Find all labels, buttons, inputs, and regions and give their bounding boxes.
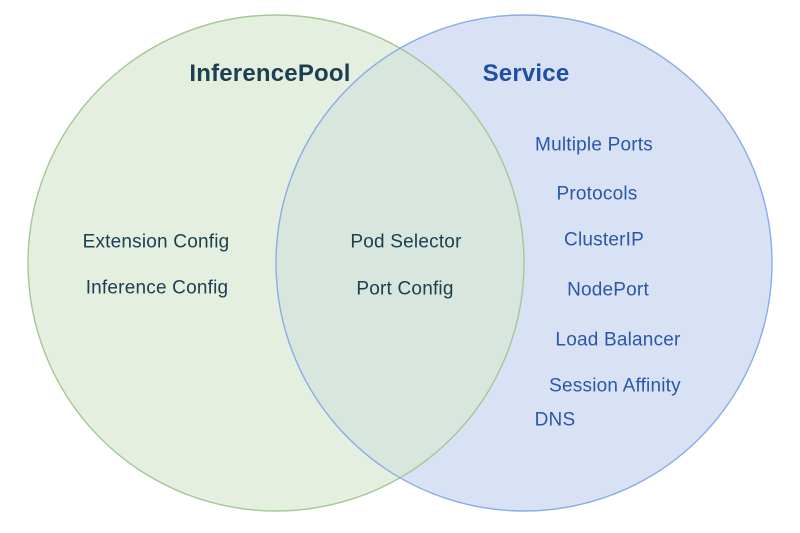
right-item-multiple-ports: Multiple Ports — [535, 134, 653, 156]
left-item-extension-config: Extension Config — [82, 231, 230, 253]
service-circle-border — [275, 14, 773, 512]
inferencepool-circle-border — [27, 14, 525, 512]
right-item-nodeport: NodePort — [567, 279, 649, 301]
service-title: Service — [482, 60, 570, 87]
right-item-protocols: Protocols — [556, 183, 638, 205]
inferencepool-title: InferencePool — [189, 60, 351, 87]
right-item-dns: DNS — [534, 409, 576, 431]
overlap-item-port-config: Port Config — [356, 278, 454, 300]
right-item-clusterip: ClusterIP — [564, 229, 644, 251]
overlap-region — [276, 15, 524, 511]
right-item-load-balancer: Load Balancer — [555, 329, 681, 351]
overlap-item-pod-selector: Pod Selector — [350, 231, 462, 253]
left-item-inference-config: Inference Config — [85, 277, 229, 299]
right-item-session-affinity: Session Affinity — [549, 375, 681, 397]
